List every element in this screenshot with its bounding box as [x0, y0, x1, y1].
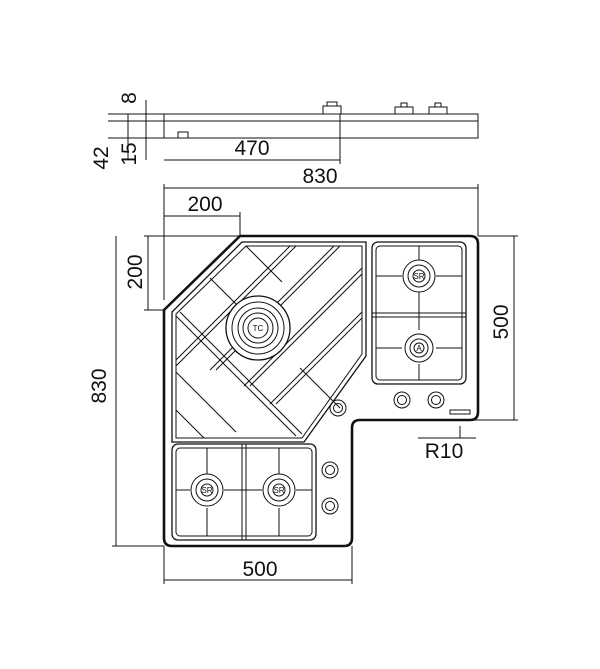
dim-thickness-base-label: 15 — [118, 142, 141, 165]
burner-auxiliary: A — [404, 333, 434, 363]
dim-thickness-total-label: 42 — [90, 146, 113, 169]
control-knob-corner — [329, 399, 347, 417]
side-view-tab — [177, 131, 189, 139]
control-knob-bottom-2 — [321, 497, 339, 515]
dim-corner-radius-label: R10 — [425, 440, 464, 463]
dim-right-wing-label: 500 — [490, 304, 513, 339]
side-view: 8 42 15 470 — [90, 92, 479, 170]
side-view-body — [163, 113, 479, 139]
burner-a-label: A — [416, 344, 422, 353]
dim-bevel-height-label: 200 — [124, 254, 147, 289]
burner-semi-rapid-bottom-left: SR — [190, 473, 224, 507]
grate-right-wing — [371, 241, 467, 385]
side-view-knob-right — [428, 102, 448, 115]
burner-semi-rapid-bottom-right: SR — [262, 473, 296, 507]
dim-overall-height-label: 830 — [88, 368, 111, 403]
dim-bottom-wing-label: 500 — [242, 558, 277, 581]
top-view: 830 200 200 830 500 500 R10 — [88, 165, 518, 584]
control-knob-right-2 — [427, 391, 445, 409]
side-view-knob-middle — [394, 102, 414, 115]
dim-depth-label: 470 — [234, 137, 269, 160]
control-knob-bottom-1 — [321, 461, 339, 479]
burner-tc-label: TC — [253, 324, 264, 333]
burner-sr-bottom-right-label: SR — [273, 486, 284, 495]
dim-thickness-top-label: 8 — [118, 92, 141, 104]
burner-sr-right-label: SR — [413, 272, 424, 281]
grate-bottom-wing — [171, 443, 317, 541]
burner-triple-crown: TC — [225, 295, 291, 361]
control-knob-right-1 — [393, 391, 411, 409]
side-view-knob-left — [322, 101, 342, 115]
burner-sr-bottom-left-label: SR — [201, 486, 212, 495]
burner-semi-rapid-right: SR — [402, 259, 436, 293]
brand-badge — [449, 409, 471, 415]
dim-bevel-width-label: 200 — [187, 193, 222, 216]
dim-overall-width-label: 830 — [302, 165, 337, 188]
